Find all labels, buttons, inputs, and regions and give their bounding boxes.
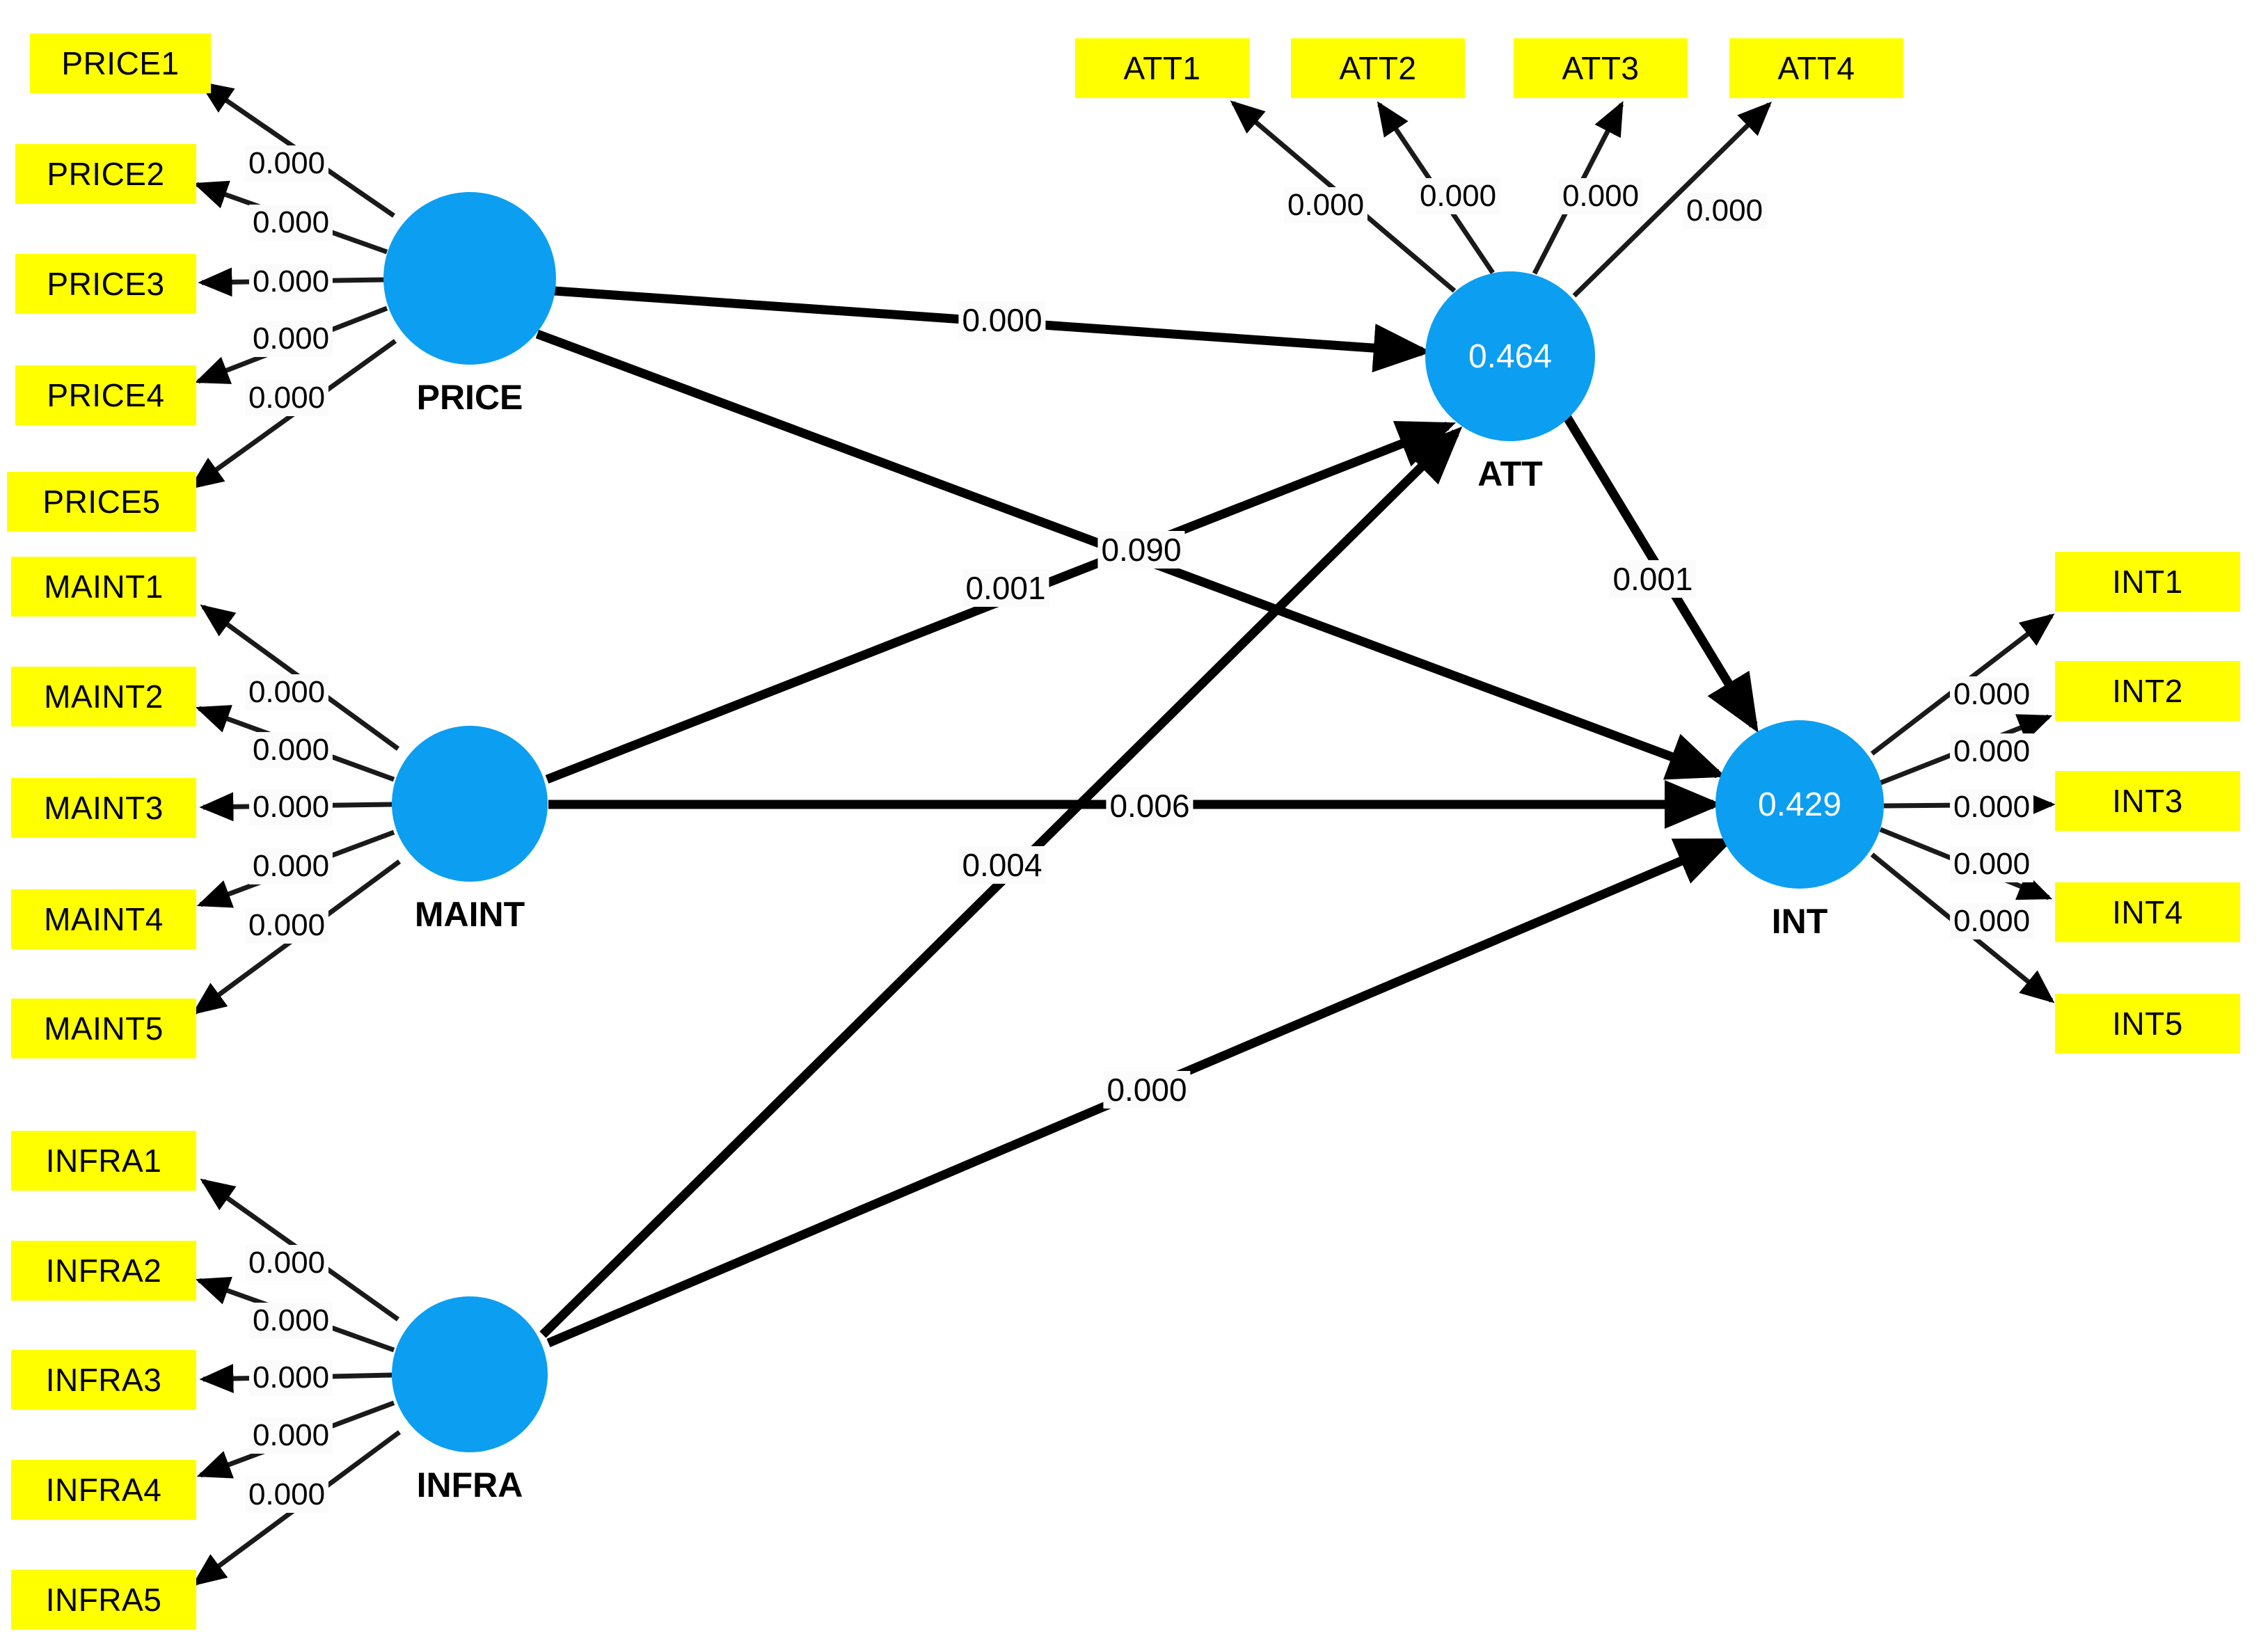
indicator-box-int5[interactable]: INT5 xyxy=(2055,994,2240,1054)
loading-pvalue-infra-infra5: 0.000 xyxy=(244,1477,329,1513)
indicator-box-maint3[interactable]: MAINT3 xyxy=(11,778,196,838)
indicator-box-infra3[interactable]: INFRA3 xyxy=(11,1350,196,1410)
path-pvalue-infra-int: 0.000 xyxy=(1103,1071,1191,1109)
indicator-box-att1[interactable]: ATT1 xyxy=(1075,38,1249,98)
indicator-box-att2[interactable]: ATT2 xyxy=(1291,38,1465,98)
indicator-box-price4[interactable]: PRICE4 xyxy=(15,365,196,425)
construct-label-att: ATT xyxy=(1477,454,1543,493)
loading-pvalue-infra-infra2: 0.000 xyxy=(248,1303,333,1339)
construct-label-infra: INFRA xyxy=(416,1466,523,1504)
loading-pvalue-price-price2: 0.000 xyxy=(248,205,333,241)
loading-pvalue-price-price1: 0.000 xyxy=(244,145,329,182)
indicator-box-int3[interactable]: INT3 xyxy=(2055,771,2240,831)
indicator-box-int4[interactable]: INT4 xyxy=(2055,882,2240,942)
loading-pvalue-att-att3: 0.000 xyxy=(1558,178,1643,214)
indicator-box-infra4[interactable]: INFRA4 xyxy=(11,1460,196,1520)
loading-pvalue-price-price3: 0.000 xyxy=(248,264,333,300)
indicator-box-maint4[interactable]: MAINT4 xyxy=(11,889,196,949)
indicator-box-infra5[interactable]: INFRA5 xyxy=(11,1570,196,1630)
path-pvalue-infra-att: 0.004 xyxy=(958,846,1046,884)
indicator-box-price3[interactable]: PRICE3 xyxy=(15,254,196,314)
path-pvalue-maint-att: 0.001 xyxy=(962,569,1049,607)
indicator-box-price1[interactable]: PRICE1 xyxy=(30,33,211,93)
loading-pvalue-infra-infra1: 0.000 xyxy=(244,1245,329,1281)
edge-infra-att xyxy=(539,426,1463,1338)
path-pvalue-price-int: 0.090 xyxy=(1097,531,1185,569)
construct-circle-int[interactable]: 0.429 xyxy=(1715,720,1884,889)
indicator-box-att4[interactable]: ATT4 xyxy=(1729,38,1903,98)
indicator-box-int2[interactable]: INT2 xyxy=(2055,661,2240,721)
loading-pvalue-maint-maint1: 0.000 xyxy=(244,674,329,710)
loading-pvalue-maint-maint4: 0.000 xyxy=(248,848,333,884)
loading-pvalue-infra-infra3: 0.000 xyxy=(248,1360,333,1396)
loading-pvalue-att-att4: 0.000 xyxy=(1682,193,1767,229)
indicator-box-infra1[interactable]: INFRA1 xyxy=(11,1131,196,1191)
construct-circle-price[interactable] xyxy=(383,192,556,365)
construct-label-maint: MAINT xyxy=(414,895,525,934)
construct-label-int: INT xyxy=(1771,902,1828,941)
loading-pvalue-int-int1: 0.000 xyxy=(1949,676,2034,713)
path-pvalue-price-att: 0.000 xyxy=(958,301,1046,339)
indicator-box-price2[interactable]: PRICE2 xyxy=(15,144,196,204)
loading-pvalue-att-att1: 0.000 xyxy=(1283,187,1368,223)
path-pvalue-att-int: 0.001 xyxy=(1609,560,1697,598)
loading-pvalue-int-int2: 0.000 xyxy=(1949,733,2034,770)
loading-pvalue-att-att2: 0.000 xyxy=(1415,178,1500,214)
indicator-box-maint2[interactable]: MAINT2 xyxy=(11,667,196,726)
indicator-box-maint1[interactable]: MAINT1 xyxy=(11,557,196,617)
loading-pvalue-maint-maint2: 0.000 xyxy=(248,732,333,768)
loading-pvalue-price-price4: 0.000 xyxy=(248,321,333,357)
indicator-box-price5[interactable]: PRICE5 xyxy=(7,472,196,532)
loading-pvalue-int-int3: 0.000 xyxy=(1949,789,2034,825)
loading-pvalue-infra-infra4: 0.000 xyxy=(248,1417,333,1454)
indicator-box-att3[interactable]: ATT3 xyxy=(1514,38,1688,98)
construct-label-price: PRICE xyxy=(416,378,523,417)
loading-pvalue-maint-maint3: 0.000 xyxy=(248,789,333,825)
construct-circle-infra[interactable] xyxy=(392,1296,548,1452)
loading-pvalue-maint-maint5: 0.000 xyxy=(244,907,329,944)
loading-pvalue-price-price5: 0.000 xyxy=(244,380,329,416)
construct-circle-maint[interactable] xyxy=(392,726,548,882)
path-pvalue-maint-int: 0.006 xyxy=(1106,787,1194,825)
construct-circle-att[interactable]: 0.464 xyxy=(1425,271,1595,441)
indicator-box-maint5[interactable]: MAINT5 xyxy=(11,999,196,1058)
loading-pvalue-int-int5: 0.000 xyxy=(1949,903,2034,939)
indicator-box-int1[interactable]: INT1 xyxy=(2055,552,2240,612)
loading-pvalue-int-int4: 0.000 xyxy=(1949,846,2034,882)
indicator-box-infra2[interactable]: INFRA2 xyxy=(11,1241,196,1301)
